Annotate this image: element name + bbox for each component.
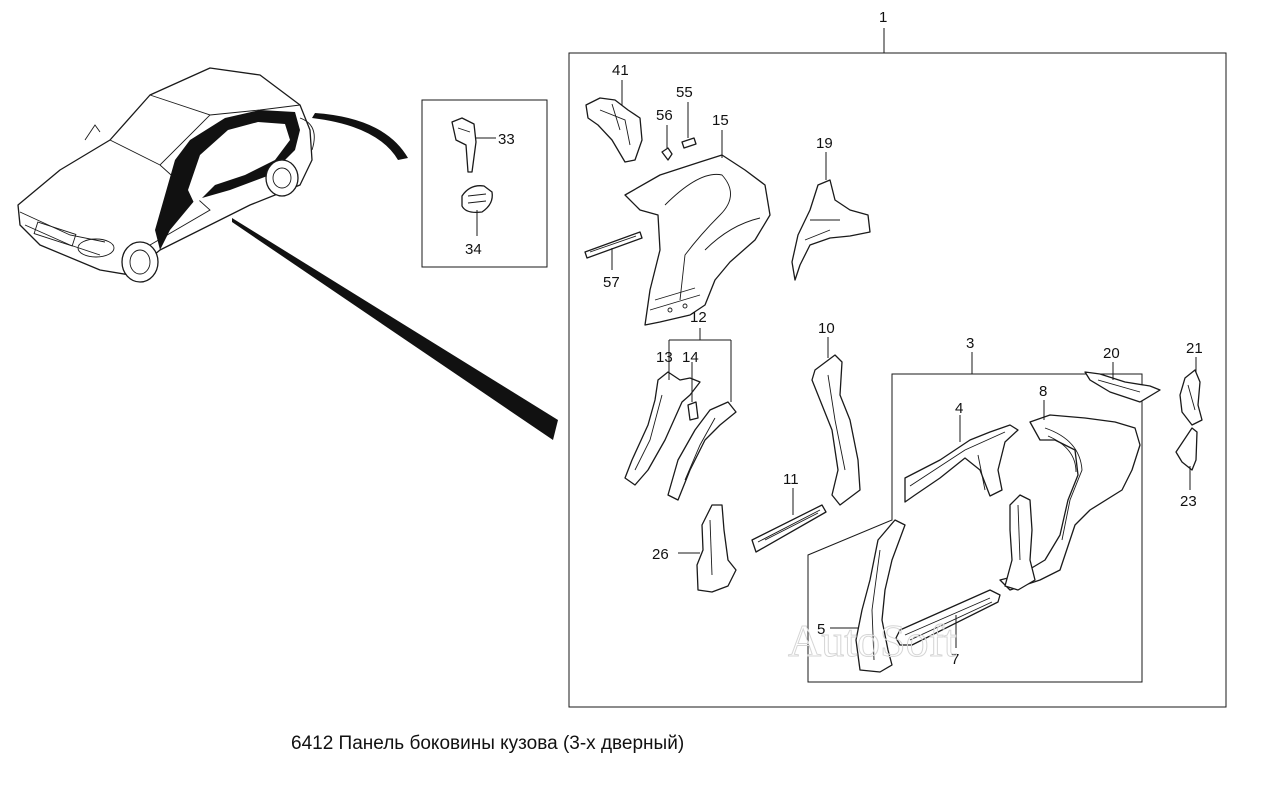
part-19: 19 — [791, 135, 871, 281]
label-57: 57 — [603, 274, 620, 291]
part-20: 20 — [1084, 345, 1161, 403]
label-4: 4 — [955, 400, 963, 417]
label-15: 15 — [712, 112, 729, 129]
part-21: 21 — [1179, 340, 1203, 426]
main-assembly-frame: 1 — [568, 9, 1227, 708]
label-19: 19 — [816, 135, 833, 152]
label-33: 33 — [498, 131, 515, 148]
label-8: 8 — [1039, 383, 1047, 400]
label-26: 26 — [652, 546, 669, 563]
label-13: 13 — [656, 349, 673, 366]
label-5: 5 — [817, 621, 825, 638]
part-57: 57 — [584, 231, 643, 291]
label-34: 34 — [465, 241, 482, 258]
label-14: 14 — [682, 349, 699, 366]
part-5: 5 — [817, 519, 906, 673]
label-21: 21 — [1186, 340, 1203, 357]
label-55: 55 — [676, 84, 693, 101]
label-41: 41 — [612, 62, 629, 79]
inset-box-fasteners: 33 34 — [421, 99, 548, 268]
part-11: 11 — [751, 471, 827, 553]
part-12-group: 12 13 14 — [624, 309, 737, 501]
part-41: 41 — [585, 62, 643, 163]
part-7: 7 — [895, 589, 1001, 668]
label-1: 1 — [879, 9, 887, 26]
watermark: AutoSoft — [788, 615, 957, 666]
part-56: 56 — [656, 107, 673, 161]
part-8: 8 — [999, 383, 1141, 591]
diagram-caption: 6412 Панель боковины кузова (3-х дверный… — [291, 733, 685, 754]
label-7: 7 — [951, 651, 959, 668]
part-26: 26 — [652, 504, 737, 593]
car-overview-illustration — [17, 67, 315, 283]
label-12: 12 — [690, 309, 707, 326]
part-4: 4 — [904, 400, 1019, 503]
part-15: 15 — [624, 112, 771, 326]
label-56: 56 — [656, 107, 673, 124]
label-20: 20 — [1103, 345, 1120, 362]
part-55: 55 — [676, 84, 697, 149]
part-10: 10 — [811, 320, 861, 506]
label-23: 23 — [1180, 493, 1197, 510]
part-rear-pillar — [1004, 494, 1036, 591]
label-11: 11 — [783, 471, 799, 488]
part-23: 23 — [1175, 427, 1198, 510]
sub-assembly-frame: 3 — [807, 335, 1143, 683]
callout-wedges — [232, 113, 558, 440]
label-10: 10 — [818, 320, 835, 337]
label-3: 3 — [966, 335, 974, 352]
